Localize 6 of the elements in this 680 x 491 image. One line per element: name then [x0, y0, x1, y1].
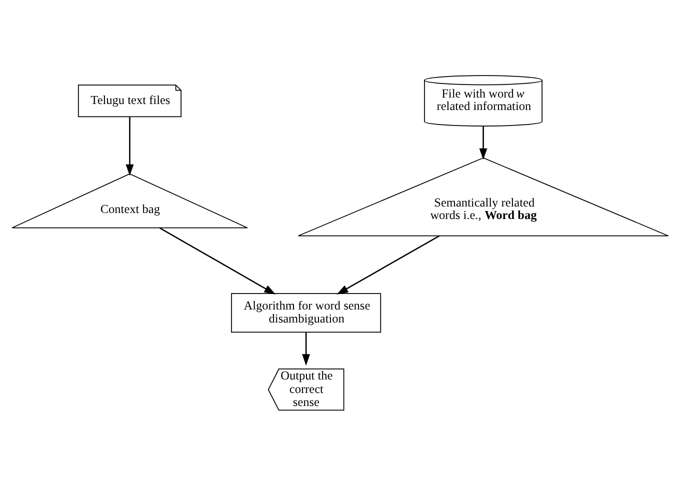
node-box: Algorithm for word sense disambiguation	[231, 293, 382, 333]
arrow	[159, 227, 276, 294]
arrow	[302, 332, 310, 366]
arrow	[126, 116, 134, 176]
arrow	[336, 235, 440, 294]
arrow	[479, 126, 488, 160]
